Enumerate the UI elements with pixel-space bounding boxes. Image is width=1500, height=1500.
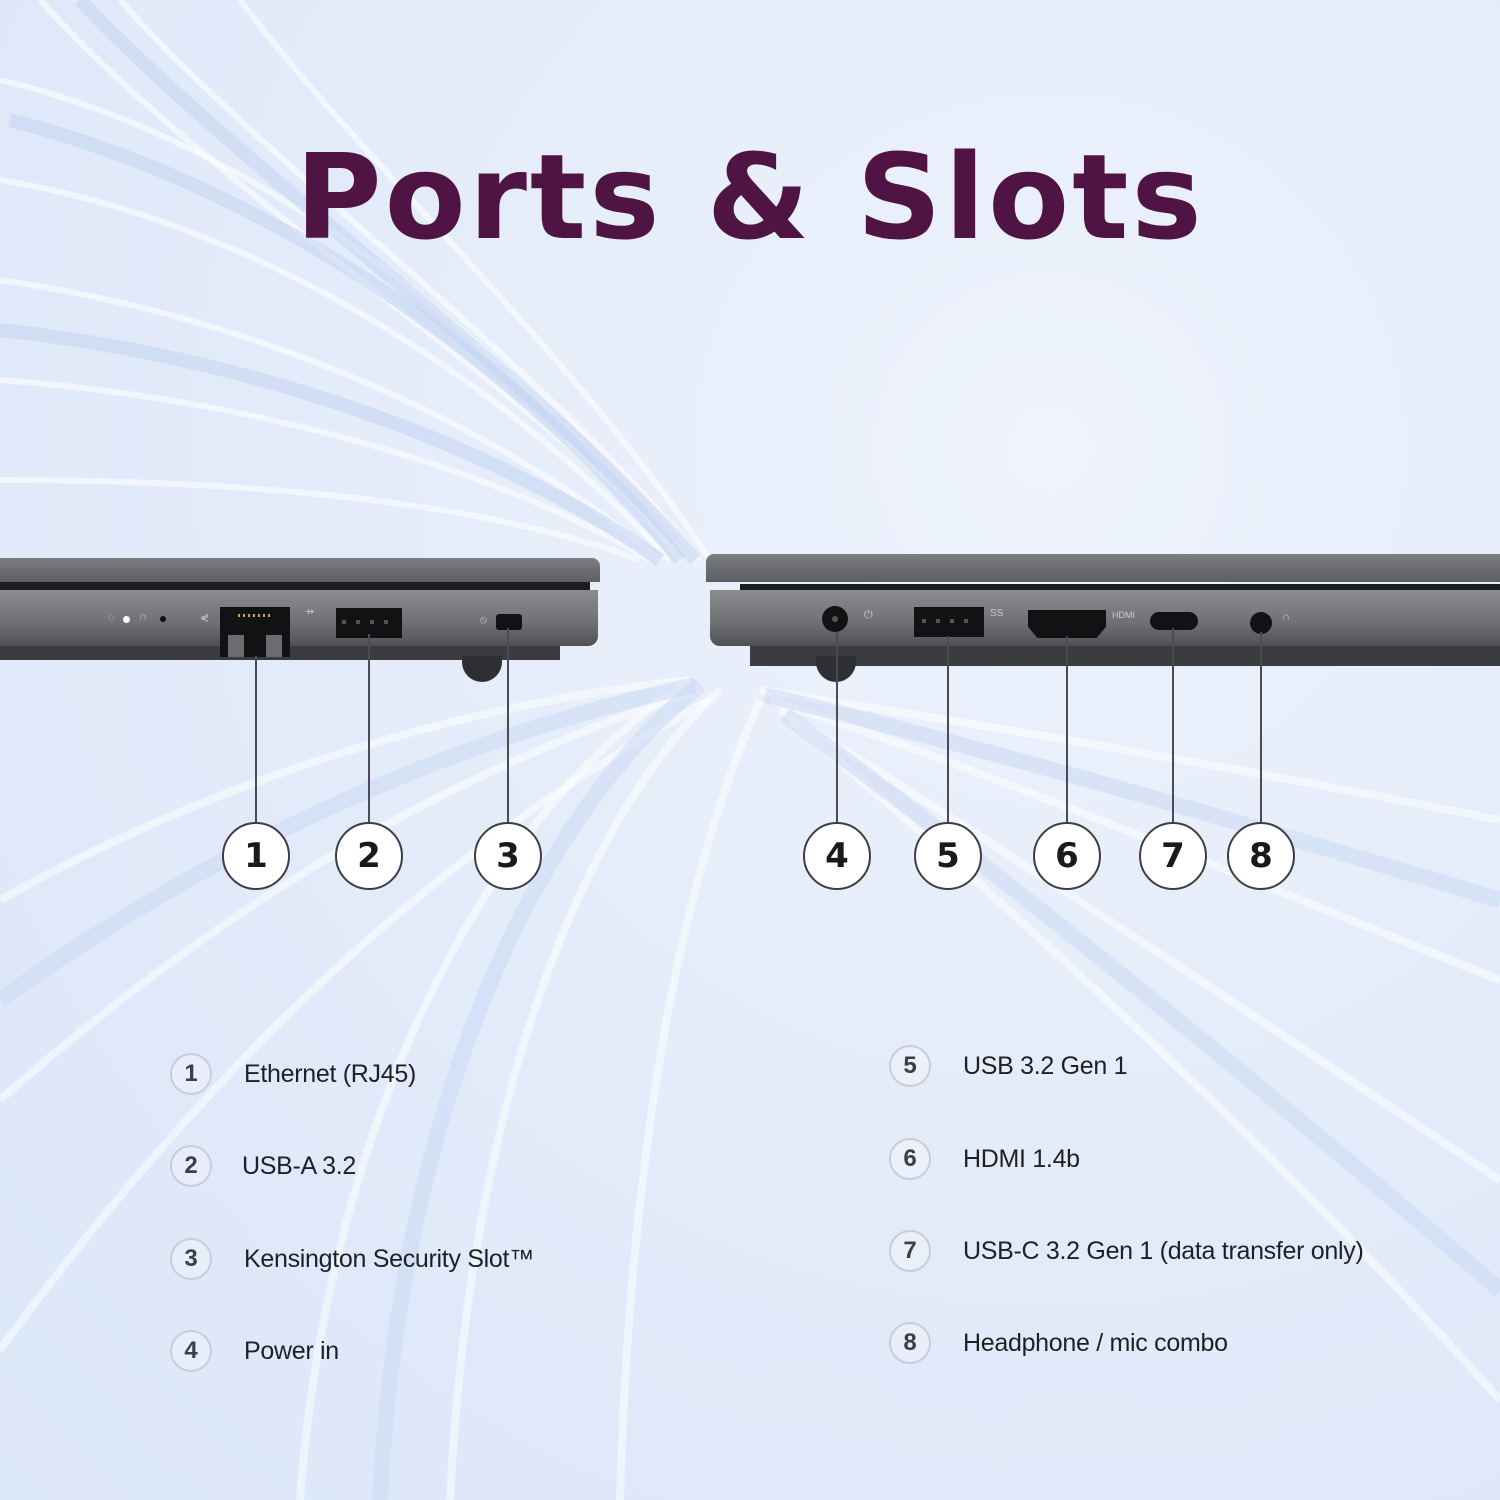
- headphone-icon: ∩: [1282, 611, 1290, 623]
- legend-item: 4 Power in: [170, 1330, 339, 1372]
- legend-item: 5 USB 3.2 Gen 1: [889, 1045, 1128, 1087]
- right-laptop-bottom: [750, 646, 1500, 666]
- legend-item: 1 Ethernet (RJ45): [170, 1053, 416, 1095]
- callout-5: 5: [914, 822, 982, 890]
- legend-label: Headphone / mic combo: [963, 1328, 1228, 1357]
- legend-number: 6: [889, 1138, 931, 1180]
- power-in-port: [822, 606, 848, 632]
- callout-3: 3: [474, 822, 542, 890]
- usb-a-port-left: [336, 608, 402, 638]
- legend-number: 1: [170, 1053, 212, 1095]
- kensington-slot: [496, 614, 522, 630]
- callout-1: 1: [222, 822, 290, 890]
- legend-label: USB 3.2 Gen 1: [963, 1051, 1128, 1080]
- legend-item: 2 USB-A 3.2: [170, 1145, 356, 1187]
- usb-a-port-right: [914, 607, 984, 637]
- leader-line-7: [1172, 628, 1174, 822]
- legend-number: 5: [889, 1045, 931, 1087]
- callout-4: 4: [803, 822, 871, 890]
- led-light-icon: [123, 616, 130, 623]
- leader-line-3: [507, 628, 509, 822]
- legend-number: 2: [170, 1145, 212, 1187]
- legend-label: HDMI 1.4b: [963, 1144, 1080, 1173]
- legend-item: 7 USB-C 3.2 Gen 1 (data transfer only): [889, 1230, 1364, 1272]
- ethernet-port: [220, 607, 290, 657]
- legend-item: 6 HDMI 1.4b: [889, 1138, 1080, 1180]
- legend-label: USB-C 3.2 Gen 1 (data transfer only): [963, 1236, 1364, 1265]
- legend-label: Power in: [244, 1336, 339, 1365]
- right-laptop-lid: [706, 554, 1500, 582]
- legend-label: Ethernet (RJ45): [244, 1059, 416, 1088]
- lock-icon: ⦸: [480, 614, 488, 626]
- leader-line-5: [947, 636, 949, 822]
- leader-line-6: [1066, 636, 1068, 822]
- leader-line-8: [1260, 632, 1262, 822]
- hdmi-label: HDMI: [1112, 610, 1135, 620]
- callout-6: 6: [1033, 822, 1101, 890]
- callout-8: 8: [1227, 822, 1295, 890]
- callout-2: 2: [335, 822, 403, 890]
- network-icon: ⋞: [200, 612, 210, 624]
- leader-line-2: [368, 634, 370, 822]
- legend-label: Kensington Security Slot™: [244, 1244, 534, 1273]
- left-laptop-lid: [0, 558, 600, 582]
- legend-number: 4: [170, 1330, 212, 1372]
- power-led-icon: ◌: [108, 612, 115, 624]
- usb-c-port: [1150, 612, 1198, 630]
- legend-number: 8: [889, 1322, 931, 1364]
- superspeed-usb-label: SS: [990, 608, 1004, 619]
- power-indicator-icon: ⏻: [864, 609, 873, 621]
- audio-jack-port: [1250, 612, 1272, 634]
- legend-number: 3: [170, 1238, 212, 1280]
- callout-7: 7: [1139, 822, 1207, 890]
- page-title: Ports & Slots: [295, 128, 1205, 266]
- legend-item: 8 Headphone / mic combo: [889, 1322, 1228, 1364]
- legend-number: 7: [889, 1230, 931, 1272]
- hdmi-port: [1028, 610, 1106, 638]
- leader-line-4: [836, 632, 838, 822]
- charging-led-icon: ∩: [139, 611, 147, 623]
- left-lid-seam: [0, 582, 590, 590]
- legend-label: USB-A 3.2: [242, 1151, 357, 1180]
- right-lid-seam: [740, 584, 1500, 592]
- status-led-icon: [160, 616, 166, 622]
- usb-icon: ⇸: [305, 606, 315, 618]
- leader-line-1: [255, 656, 257, 822]
- legend-item: 3 Kensington Security Slot™: [170, 1238, 534, 1280]
